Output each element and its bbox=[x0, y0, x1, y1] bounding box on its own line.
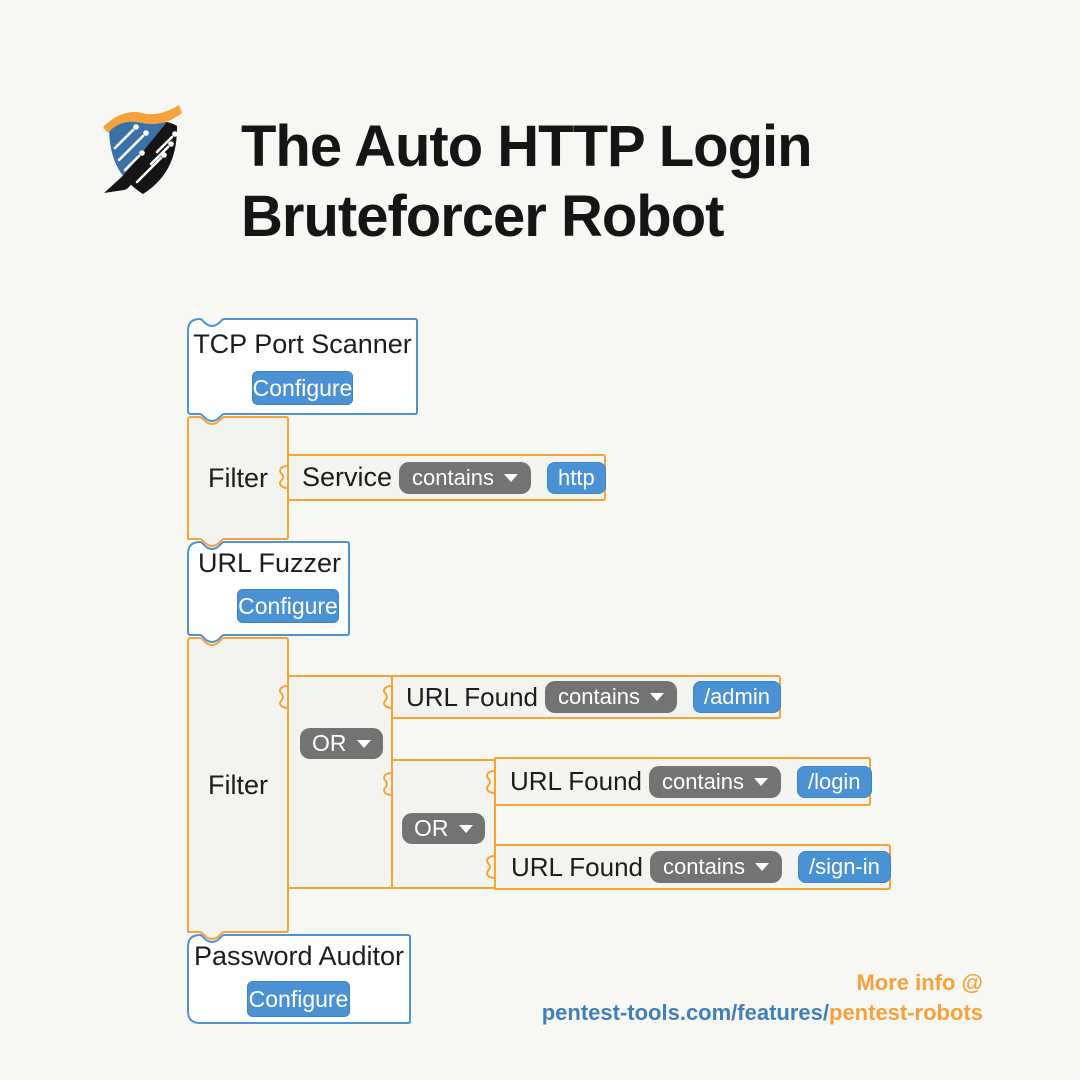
tcp-port-scanner-block-outline bbox=[187, 318, 418, 422]
more-info-label: More info @ bbox=[856, 970, 983, 995]
page-title-line2: Bruteforcer Robot bbox=[241, 184, 724, 249]
dropdown-caret-icon bbox=[356, 739, 371, 748]
password-auditor-configure-button[interactable]: Configure bbox=[247, 981, 350, 1017]
url-fuzzer-block-outline bbox=[187, 541, 350, 643]
login-condition-block-outline bbox=[486, 757, 871, 806]
filter-url-block-label: Filter bbox=[208, 770, 268, 800]
footer-url-link[interactable]: pentest-tools.com/features/pentest-robot… bbox=[542, 998, 983, 1028]
admin-condition-row: URL Found contains /admin bbox=[406, 676, 781, 718]
or-inner-dropdown[interactable]: OR bbox=[402, 813, 485, 844]
or-outer-block-fill bbox=[280, 676, 392, 888]
service-field-label: Service bbox=[302, 462, 393, 492]
filter-url-block-fill bbox=[188, 638, 288, 939]
url-fuzzer-block-label: URL Fuzzer bbox=[197, 548, 342, 578]
dropdown-caret-icon bbox=[649, 693, 664, 701]
password-auditor-block-fill bbox=[188, 935, 410, 1023]
service-condition-block-outline bbox=[279, 454, 606, 501]
url-fuzzer-configure-button[interactable]: Configure bbox=[237, 589, 339, 623]
signin-operator-dropdown[interactable]: contains bbox=[650, 851, 782, 883]
admin-value-pill[interactable]: /admin bbox=[692, 681, 781, 713]
dropdown-caret-icon bbox=[503, 473, 518, 482]
tcp-configure-button[interactable]: Configure bbox=[252, 371, 353, 405]
service-operator-dropdown[interactable]: contains bbox=[399, 461, 531, 494]
admin-operator-dropdown[interactable]: contains bbox=[545, 681, 677, 713]
page-title-line1: The Auto HTTP Login bbox=[241, 114, 813, 179]
dropdown-caret-icon bbox=[458, 824, 473, 833]
login-condition-row: URL Found contains /login bbox=[510, 758, 872, 805]
tcp-port-scanner-block-fill bbox=[188, 319, 417, 421]
password-auditor-block-label: Password Auditor bbox=[193, 941, 405, 971]
admin-condition-block-outline bbox=[383, 675, 781, 719]
login-operator-dropdown[interactable]: contains bbox=[649, 765, 781, 798]
admin-field-label: URL Found bbox=[406, 681, 538, 712]
service-value-pill[interactable]: http bbox=[546, 461, 606, 494]
footer-url-highlight[interactable]: pentest-robots bbox=[829, 1000, 983, 1025]
signin-condition-row: URL Found contains /sign-in bbox=[511, 845, 891, 889]
filter-service-block-outline bbox=[187, 416, 289, 547]
service-condition-row: Service contains http bbox=[302, 455, 606, 500]
signin-condition-block-outline bbox=[486, 844, 891, 890]
page-title: The Auto HTTP Login Bruteforcer Robot bbox=[241, 112, 813, 252]
footer-url-base[interactable]: pentest-tools.com/features/ bbox=[541, 1000, 829, 1025]
dropdown-caret-icon bbox=[753, 777, 768, 786]
login-value-pill[interactable]: /login bbox=[796, 765, 872, 798]
footer-info: More info @ pentest-tools.com/features/p… bbox=[542, 968, 983, 1028]
filter-service-block-fill bbox=[188, 417, 288, 546]
pentest-tools-logo-shield-icon bbox=[103, 105, 182, 194]
password-auditor-block-outline bbox=[187, 934, 411, 1024]
filter-service-block-label: Filter bbox=[208, 463, 268, 493]
login-field-label: URL Found bbox=[510, 766, 642, 796]
signin-value-pill[interactable]: /sign-in bbox=[797, 851, 891, 883]
or-outer-dropdown[interactable]: OR bbox=[300, 728, 383, 759]
dropdown-caret-icon bbox=[754, 863, 769, 871]
signin-field-label: URL Found bbox=[511, 851, 643, 882]
tcp-port-scanner-block-label: TCP Port Scanner bbox=[193, 329, 412, 359]
filter-url-block-outline bbox=[187, 637, 289, 940]
